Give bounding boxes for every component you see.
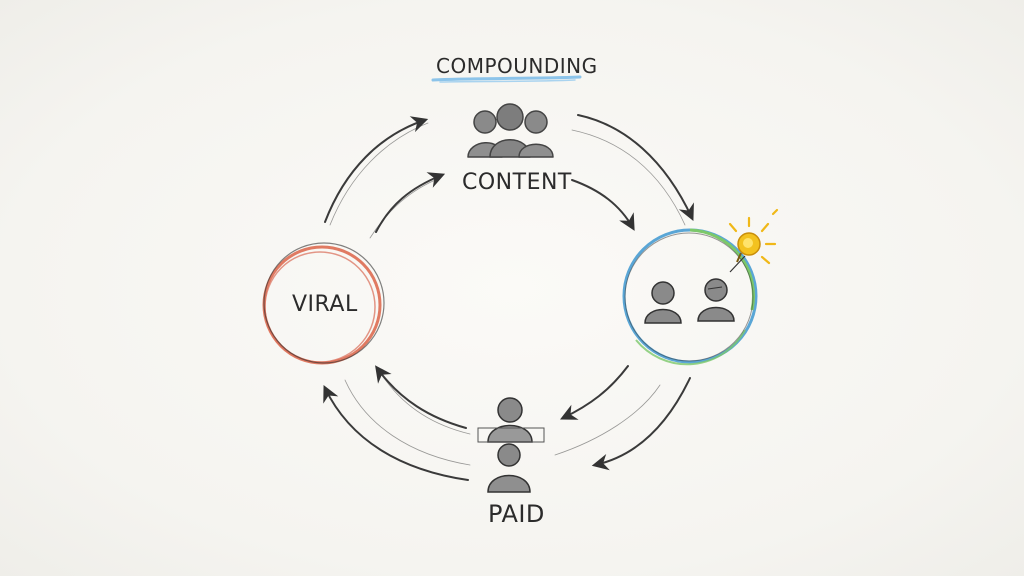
arrow-viral-to-content-inner xyxy=(375,172,446,233)
lightbulb-icon xyxy=(728,208,779,265)
node-label-viral: VIRAL xyxy=(292,292,358,317)
arrow-content-to-node-outer xyxy=(577,114,694,222)
diagram-title: COMPOUNDING xyxy=(436,54,598,78)
arrow-viral-to-content-outer xyxy=(324,116,429,223)
arrow-content-to-node-inner xyxy=(571,179,635,231)
title-underline xyxy=(431,75,582,82)
arrow-paid-to-viral-outer xyxy=(323,384,469,481)
stacked-people-icon xyxy=(477,397,545,493)
title-underline-2 xyxy=(439,79,576,83)
node-label-content: CONTENT xyxy=(462,170,572,195)
inner-arrows xyxy=(369,172,635,435)
arrow-node-to-paid-inner xyxy=(559,365,629,420)
arrow-node-to-paid-outer xyxy=(591,377,691,471)
arrow-paid-to-viral-inner xyxy=(375,365,467,429)
compounding-node-circle xyxy=(622,228,758,366)
group-people-icon xyxy=(467,103,554,158)
node-label-paid: PAID xyxy=(488,500,545,528)
outer-arrows xyxy=(323,114,694,481)
two-people-icon xyxy=(644,255,746,324)
viral-circle xyxy=(262,242,385,365)
